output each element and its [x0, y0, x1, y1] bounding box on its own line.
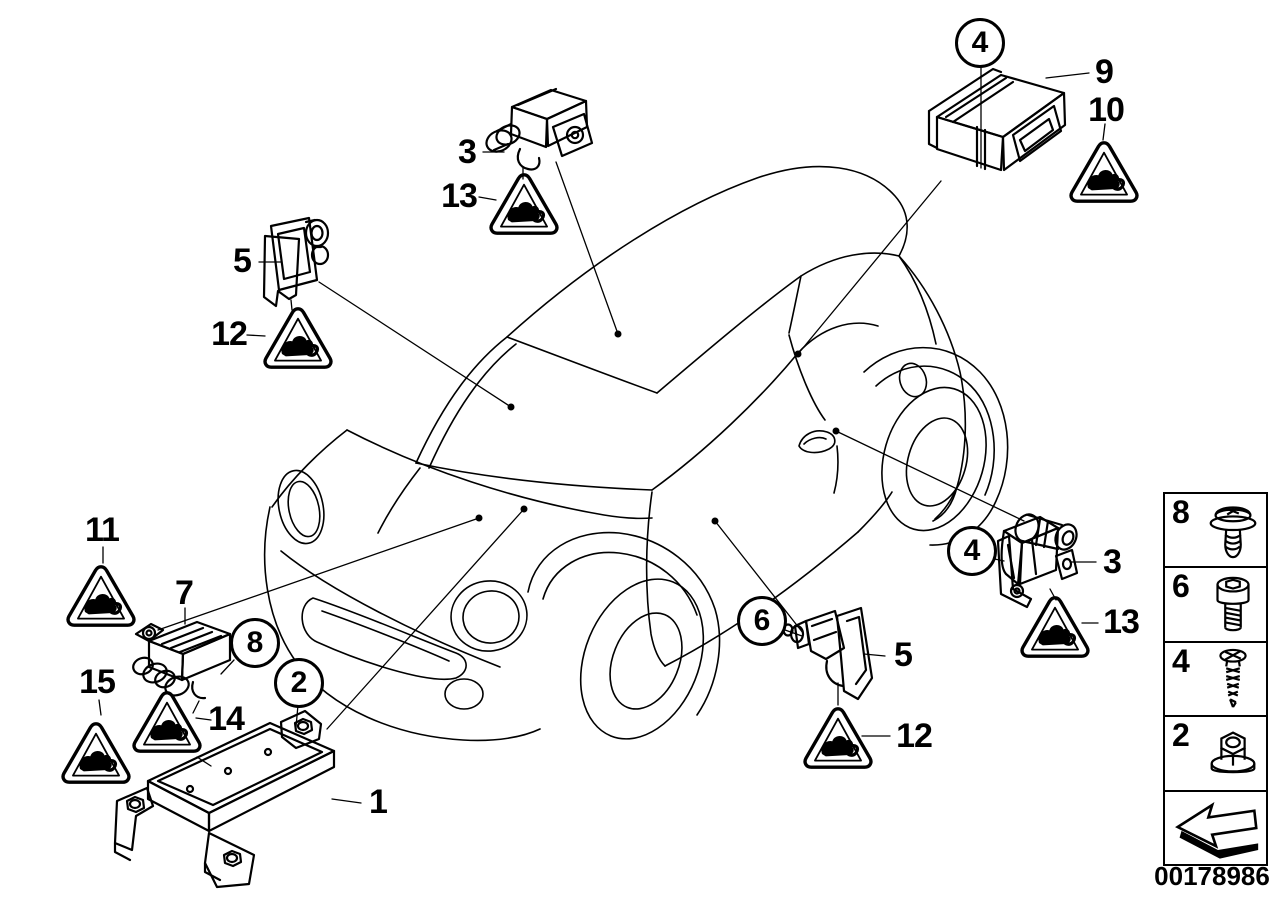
callout-3-right[interactable]: 3	[1103, 543, 1122, 581]
callout-10[interactable]: 10	[1088, 91, 1125, 129]
legend-item-4[interactable]: 4	[1165, 642, 1266, 718]
mounting-location-dots	[475, 330, 840, 525]
airbag-warning-triangle-icon	[803, 707, 873, 769]
leader-lines	[99, 66, 1105, 803]
flange-nut-icon	[1202, 720, 1264, 786]
callout-12-left[interactable]: 12	[211, 315, 248, 353]
callout-13-right[interactable]: 13	[1103, 603, 1140, 641]
component-5-sensor-left-drawing	[264, 218, 328, 306]
callout-9[interactable]: 9	[1095, 53, 1114, 91]
legend-label-4[interactable]: 4	[1172, 642, 1190, 679]
diagram-number: 00178986	[1154, 861, 1270, 891]
legend-label-6[interactable]: 6	[1172, 568, 1190, 605]
legend-label-2[interactable]: 2	[1172, 717, 1190, 754]
airbag-warning-triangle-icon	[263, 307, 333, 369]
callout-13-top[interactable]: 13	[441, 177, 478, 215]
airbag-warning-triangle-icon	[132, 691, 202, 753]
fastener-legend: 8 6 4	[1163, 492, 1268, 866]
airbag-warning-triangle-icon	[61, 722, 131, 784]
legend-direction-cell	[1165, 792, 1266, 864]
pan-head-screw-icon	[1202, 497, 1264, 563]
direction-arrow-icon	[1170, 795, 1258, 859]
callout-12-right[interactable]: 12	[896, 717, 933, 755]
component-3-sensor-right-drawing	[998, 511, 1080, 607]
airbag-warning-triangle-icon	[1020, 596, 1090, 658]
component-9-control-unit-drawing	[929, 69, 1065, 170]
callout-14[interactable]: 14	[208, 700, 245, 738]
legend-item-8[interactable]: 8	[1165, 494, 1266, 569]
callout-15[interactable]: 15	[79, 663, 116, 701]
callout-circled-2[interactable]: 2	[274, 658, 324, 708]
component-7-sensor-drawing	[131, 622, 230, 699]
callout-circled-4-top[interactable]: 4	[955, 18, 1005, 68]
car-body-drawing	[265, 167, 1008, 758]
callout-1[interactable]: 1	[369, 783, 388, 821]
callout-7[interactable]: 7	[175, 574, 194, 612]
airbag-warning-triangle-icon	[489, 173, 559, 235]
legend-label-8[interactable]: 8	[1172, 494, 1190, 530]
socket-head-bolt-icon	[1202, 572, 1264, 638]
legend-item-6[interactable]: 6	[1165, 568, 1266, 643]
component-5-sensor-right-drawing	[784, 608, 873, 699]
warning-triangles	[61, 141, 1139, 784]
self-tapping-screw-icon	[1202, 646, 1264, 712]
callout-circled-8[interactable]: 8	[230, 618, 280, 668]
callout-circled-6[interactable]: 6	[737, 596, 787, 646]
callout-5-right[interactable]: 5	[894, 636, 913, 674]
callout-circled-4-right[interactable]: 4	[947, 526, 997, 576]
callout-3-top[interactable]: 3	[458, 133, 477, 171]
component-3-sensor-top-drawing	[483, 89, 592, 169]
callout-11[interactable]: 11	[85, 511, 120, 549]
airbag-warning-triangle-icon	[66, 565, 136, 627]
airbag-warning-triangle-icon	[1069, 141, 1139, 203]
legend-item-2[interactable]: 2	[1165, 717, 1266, 792]
callout-5-left[interactable]: 5	[233, 242, 252, 280]
component-1-control-module-drawing	[115, 711, 334, 887]
